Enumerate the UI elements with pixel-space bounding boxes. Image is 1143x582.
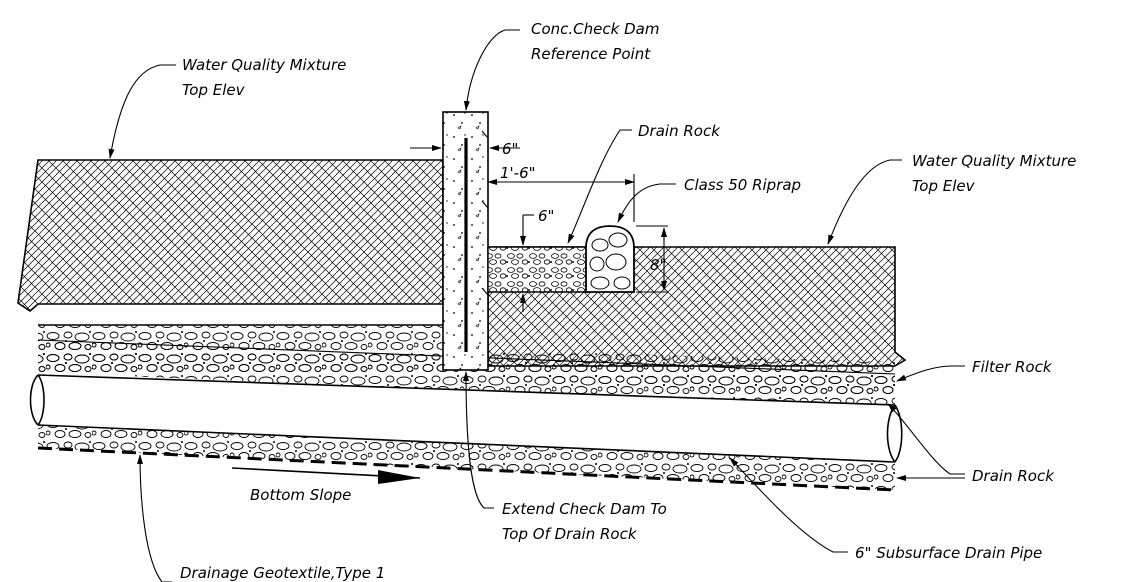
label-extend-1: Extend Check Dam To xyxy=(502,500,667,518)
label-check-dam-2: Reference Point xyxy=(531,45,651,63)
water-quality-mixture-left xyxy=(17,159,444,313)
annotation-leaders xyxy=(108,29,965,582)
label-check-dam-1: Conc.Check Dam xyxy=(531,20,659,38)
label-pipe: 6" Subsurface Drain Pipe xyxy=(855,544,1042,562)
bottom-slope-arrow xyxy=(378,470,420,484)
label-wq-left-2: Top Elev xyxy=(182,81,246,99)
concrete-check-dam xyxy=(442,111,489,371)
label-bottom-slope: Bottom Slope xyxy=(250,486,351,504)
label-dim-6-small: 6" xyxy=(538,207,554,225)
label-wq-right-2: Top Elev xyxy=(912,177,976,195)
label-dim-8: 8" xyxy=(650,256,666,274)
label-riprap: Class 50 Riprap xyxy=(684,176,801,194)
label-wq-left-1: Water Quality Mixture xyxy=(182,56,346,74)
label-drain-rock-right: Drain Rock xyxy=(972,467,1055,485)
label-wq-right-1: Water Quality Mixture xyxy=(912,152,1076,170)
labels: Water Quality Mixture Top Elev Conc.Chec… xyxy=(180,20,1076,582)
drain-rock-pocket xyxy=(487,246,591,293)
label-extend-2: Top Of Drain Rock xyxy=(502,525,638,543)
label-dim-1-6: 1'-6" xyxy=(500,164,536,182)
label-geotextile: Drainage Geotextile,Type 1 xyxy=(180,564,385,582)
label-drain-rock-top: Drain Rock xyxy=(638,122,721,140)
label-dim-6-top: 6" xyxy=(502,140,518,158)
label-filter-rock: Filter Rock xyxy=(972,358,1053,376)
class-50-riprap xyxy=(585,225,635,293)
drainage-geotextile xyxy=(37,446,896,492)
